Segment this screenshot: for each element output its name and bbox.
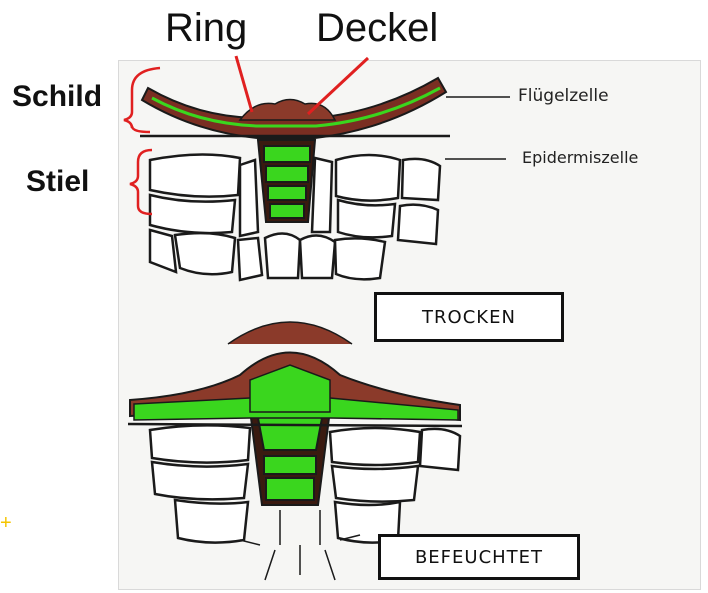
label-epidermiszelle: Epidermiszelle: [522, 148, 638, 167]
leader-lines: [445, 97, 510, 159]
bracket-stiel: [130, 150, 152, 214]
plus-mark-icon: +: [0, 512, 12, 535]
label-stiel: Stiel: [26, 165, 89, 199]
label-deckel: Deckel: [316, 6, 438, 51]
state-wet-label: BEFEUCHTET: [378, 534, 580, 580]
label-schild: Schild: [12, 80, 102, 114]
shield-dry: [140, 78, 450, 138]
stalk-dry: [258, 140, 315, 222]
label-fluegelzelle: Flügelzelle: [518, 86, 609, 106]
state-dry-label: TROCKEN: [374, 292, 564, 342]
label-ring: Ring: [165, 6, 247, 51]
